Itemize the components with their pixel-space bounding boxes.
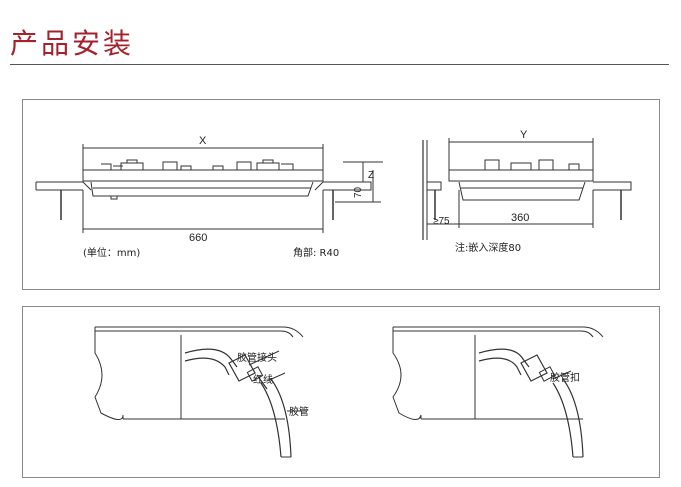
cabinet-top-left [95,326,304,338]
burner-right [256,159,294,171]
gas-hose-connection-panel: 胶管接头 红线 胶管 胶管扣 [22,306,660,478]
countertop-left [36,181,92,191]
cooktop-panel [82,169,324,182]
hose-clamp-part [520,354,548,382]
gas-hose-diagram: 胶管接头 红线 胶管 胶管扣 [94,326,604,458]
knob-left [180,165,192,171]
dim-75-label: ≥75 [433,216,450,227]
title-divider [10,64,669,65]
rubber-hose-left [260,382,282,458]
countertop-depth-right [593,181,632,191]
dim-z-label: Z [368,170,374,181]
hose-clamp-label: 胶管扣 [550,371,580,384]
depth-note: 注:嵌入深度80 [455,241,521,254]
cabinet-top-right [393,326,604,338]
countertop-depth-left [427,181,442,191]
red-line-label: 红线 [253,373,273,386]
dim-y-label: Y [520,129,528,141]
installation-dimensions-diagram: X Z 70 660 (单位：mm) 角部: R40 Y ≥75 360 注:嵌… [35,129,632,259]
gas-pipe-right [478,348,530,368]
unit-note: (单位：mm) [83,246,140,259]
corner-radius-note: 角部: R40 [293,246,339,259]
page-title: 产品安装 [10,27,135,60]
dim-x-label: X [199,135,207,147]
gas-pipe-left [184,348,238,368]
red-line-marker [256,374,268,390]
cooktop-side-body [458,181,586,201]
hose-label: 胶管 [289,405,309,418]
burner-left [101,159,144,171]
countertop-right [323,181,372,191]
rubber-hose-right [552,382,574,458]
knob-right [212,165,224,171]
dim-660-label: 660 [189,232,207,244]
hose-connector-label: 胶管接头 [237,351,277,364]
installation-dimensions-panel: X Z 70 660 (单位：mm) 角部: R40 Y ≥75 360 注:嵌… [22,99,660,290]
cooktop-side-panel [448,169,594,182]
dim-360-label: 360 [511,212,529,224]
dim-70-label: 70 [353,186,364,198]
cooktop-body [90,181,314,197]
hose-connector-part [228,354,256,382]
